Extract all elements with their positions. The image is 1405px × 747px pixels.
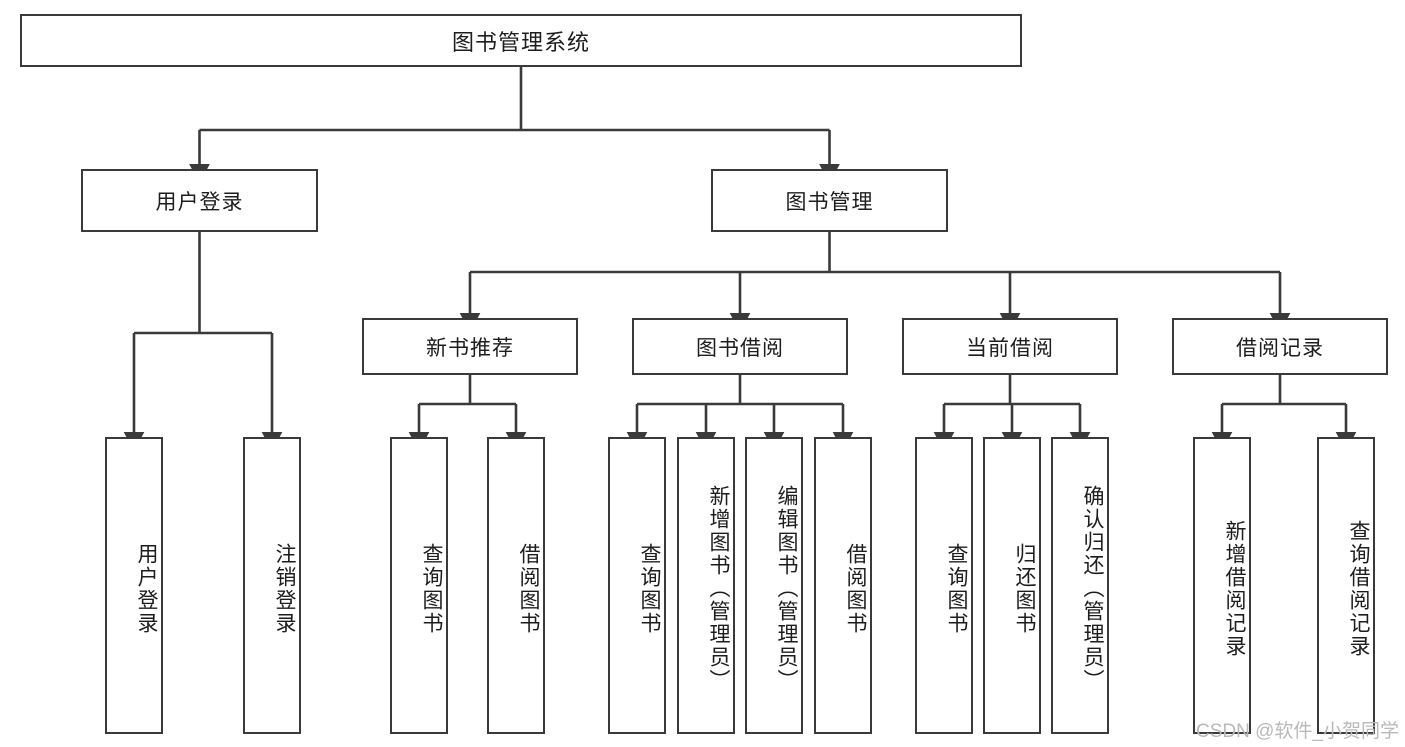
node-new-book-rec[interactable]: 新书推荐 xyxy=(362,318,578,375)
node-leaf-query-book-borrow[interactable]: 查询图书 xyxy=(608,437,666,734)
node-leaf-add-borrow-record[interactable]: 新增借阅记录 xyxy=(1193,437,1251,734)
node-leaf-return-book[interactable]: 归还图书 xyxy=(983,437,1041,734)
node-leaf-add-book-admin[interactable]: 新增图书（管理员） xyxy=(677,437,735,734)
node-current-borrow[interactable]: 当前借阅 xyxy=(902,318,1118,375)
node-borrow-record[interactable]: 借阅记录 xyxy=(1172,318,1388,375)
node-book-manage[interactable]: 图书管理 xyxy=(711,169,948,232)
node-book-borrow[interactable]: 图书借阅 xyxy=(632,318,848,375)
node-root[interactable]: 图书管理系统 xyxy=(20,14,1022,67)
node-leaf-query-book-current[interactable]: 查询图书 xyxy=(915,437,973,734)
node-leaf-user-login[interactable]: 用户登录 xyxy=(105,437,163,734)
node-leaf-edit-book-admin[interactable]: 编辑图书（管理员） xyxy=(745,437,803,734)
csdn-watermark: CSDN @软件_小贺同学 xyxy=(1196,721,1399,742)
node-leaf-borrow-book-rec[interactable]: 借阅图书 xyxy=(487,437,545,734)
node-user-login[interactable]: 用户登录 xyxy=(81,169,318,232)
node-leaf-user-logout[interactable]: 注销登录 xyxy=(243,437,301,734)
node-leaf-confirm-return-admin[interactable]: 确认归还（管理员） xyxy=(1051,437,1109,734)
node-leaf-borrow-book[interactable]: 借阅图书 xyxy=(814,437,872,734)
node-leaf-query-borrow-record[interactable]: 查询借阅记录 xyxy=(1317,437,1375,734)
node-leaf-query-book-rec[interactable]: 查询图书 xyxy=(390,437,448,734)
